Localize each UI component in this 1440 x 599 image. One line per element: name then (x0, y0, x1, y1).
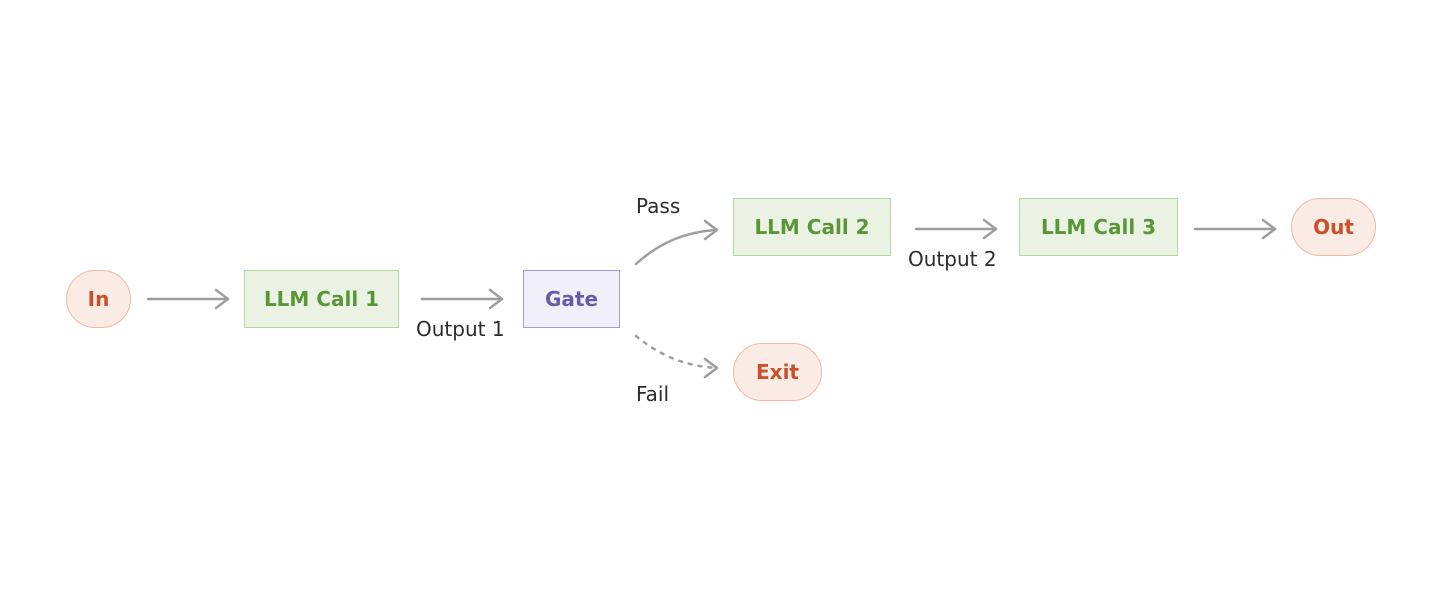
llm-call-3-node: LLM Call 3 (1019, 198, 1178, 256)
edge-llm-call-1-to-gate (420, 288, 504, 310)
output-2-label: Output 2 (908, 247, 997, 271)
gate-node: Gate (523, 270, 620, 328)
output-1-label: Output 1 (416, 317, 505, 341)
llm-call-1-label: LLM Call 1 (263, 287, 380, 311)
llm-call-2-label: LLM Call 2 (754, 215, 870, 239)
edge-gate-fail-to-exit (634, 334, 719, 379)
exit-node: Exit (733, 343, 822, 401)
out-node: Out (1291, 198, 1376, 256)
edge-in-to-llm-call-1 (146, 288, 230, 310)
pass-label: Pass (636, 194, 681, 218)
llm-call-2-node: LLM Call 2 (733, 198, 891, 256)
edge-gate-pass-to-llm-call-2 (634, 219, 719, 266)
exit-node-label: Exit (756, 360, 799, 384)
in-node-label: In (87, 287, 110, 311)
out-node-label: Out (1313, 215, 1354, 239)
edge-llm-call-2-to-llm-call-3 (914, 218, 998, 240)
in-node: In (66, 270, 131, 328)
llm-call-3-label: LLM Call 3 (1040, 215, 1157, 239)
gate-label: Gate (544, 287, 599, 311)
llm-call-1-node: LLM Call 1 (244, 270, 399, 328)
edge-llm-call-3-to-out (1193, 218, 1277, 240)
fail-label: Fail (636, 382, 670, 406)
